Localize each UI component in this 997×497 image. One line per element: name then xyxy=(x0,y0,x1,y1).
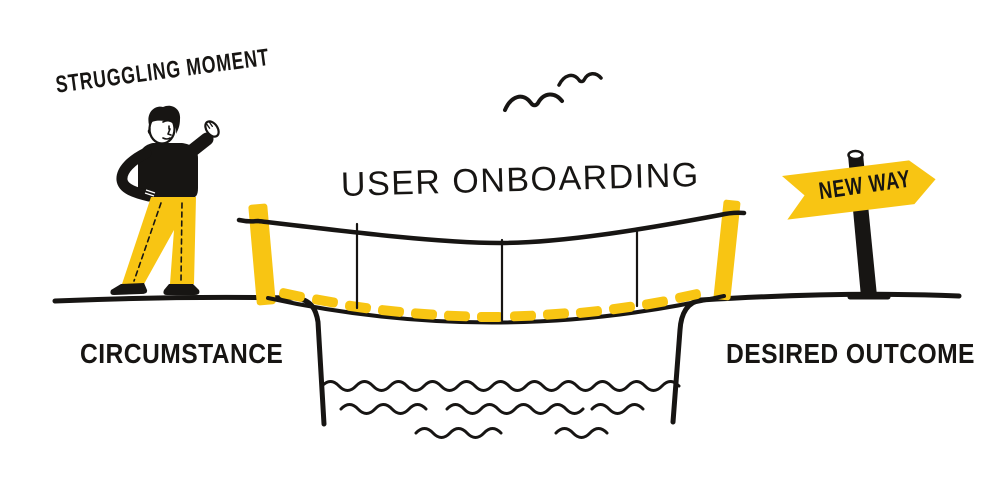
bridge-post-left xyxy=(248,203,276,306)
desired-outcome-label: DESIRED OUTCOME xyxy=(726,338,975,369)
bridge-post-right xyxy=(713,199,741,301)
bridge-planks-icon xyxy=(278,288,702,322)
circumstance-label: CIRCUMSTANCE xyxy=(80,338,284,369)
birds-icon xyxy=(503,72,603,112)
bridge-bottom-rope xyxy=(266,294,726,325)
new-way-signpost-icon xyxy=(782,149,936,300)
person-waving-icon xyxy=(110,105,220,295)
bridge-top-rope xyxy=(236,210,747,246)
rope-bridge-icon xyxy=(236,199,747,325)
bridge-suspenders xyxy=(355,222,639,322)
water-waves-icon xyxy=(320,380,681,439)
